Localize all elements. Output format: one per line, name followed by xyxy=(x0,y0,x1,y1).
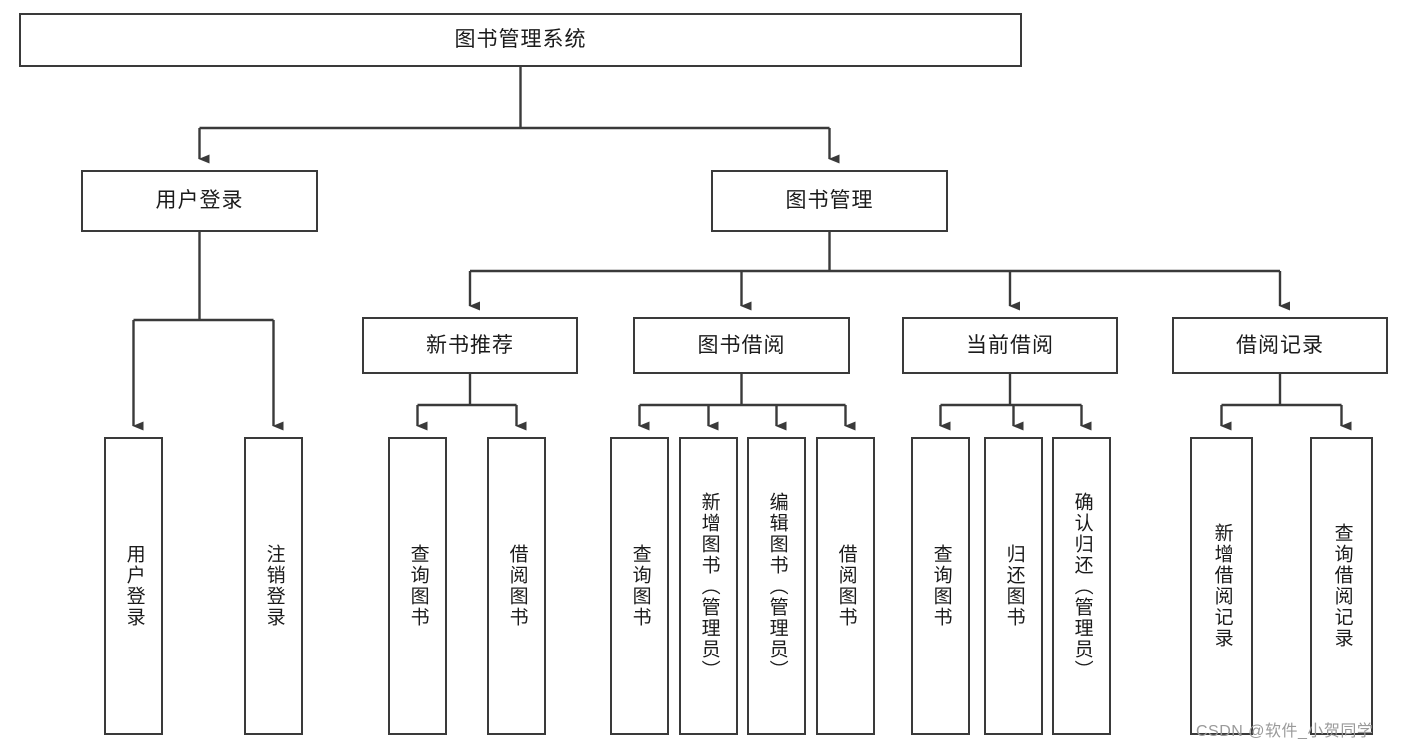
node-root[interactable]: 图书管理系统 xyxy=(19,13,1022,67)
node-leaf-user-login[interactable]: 用户登录 xyxy=(104,437,163,735)
node-leaf-borrow-edit[interactable]: 编辑图书（管理员） xyxy=(747,437,806,735)
node-leaf-borrow-query[interactable]: 查询图书 xyxy=(610,437,669,735)
node-leaf-rec-add[interactable]: 新增借阅记录 xyxy=(1190,437,1253,735)
node-user-login[interactable]: 用户登录 xyxy=(81,170,318,232)
node-label: 注销登录 xyxy=(263,544,285,628)
node-label: 当前借阅 xyxy=(966,333,1054,357)
node-label: 查询图书 xyxy=(407,544,429,628)
node-label: 查询图书 xyxy=(629,544,651,628)
node-label: 新增借阅记录 xyxy=(1211,523,1233,649)
node-label: 用户登录 xyxy=(123,544,145,628)
node-label: 图书借阅 xyxy=(697,333,786,357)
node-leaf-borrow-lend[interactable]: 借阅图书 xyxy=(816,437,875,735)
node-label: 新书推荐 xyxy=(426,333,514,357)
node-book-borrow[interactable]: 图书借阅 xyxy=(633,317,850,374)
node-label: 编辑图书（管理员） xyxy=(766,491,788,681)
node-borrow-record[interactable]: 借阅记录 xyxy=(1172,317,1388,374)
node-current-borrow[interactable]: 当前借阅 xyxy=(902,317,1118,374)
node-leaf-borrow-add[interactable]: 新增图书（管理员） xyxy=(679,437,738,735)
node-leaf-cur-confirm[interactable]: 确认归还（管理员） xyxy=(1052,437,1111,735)
node-label: 查询借阅记录 xyxy=(1331,523,1353,649)
node-label: 借阅图书 xyxy=(835,544,857,628)
node-leaf-rec-query[interactable]: 查询图书 xyxy=(388,437,447,735)
node-leaf-cur-return[interactable]: 归还图书 xyxy=(984,437,1043,735)
node-book-manage[interactable]: 图书管理 xyxy=(711,170,948,232)
node-label: 借阅记录 xyxy=(1236,333,1324,357)
node-label: 图书管理 xyxy=(785,189,874,213)
node-label: 归还图书 xyxy=(1003,544,1025,628)
node-leaf-rec-query2[interactable]: 查询借阅记录 xyxy=(1310,437,1373,735)
node-label: 用户登录 xyxy=(155,189,244,213)
node-label: 图书管理系统 xyxy=(454,28,587,52)
node-label: 新增图书（管理员） xyxy=(698,491,720,681)
node-leaf-rec-borrow[interactable]: 借阅图书 xyxy=(487,437,546,735)
node-label: 借阅图书 xyxy=(506,544,528,628)
node-label: 确认归还（管理员） xyxy=(1071,491,1093,681)
node-leaf-cur-query[interactable]: 查询图书 xyxy=(911,437,970,735)
node-new-book-rec[interactable]: 新书推荐 xyxy=(362,317,578,374)
node-leaf-user-logout[interactable]: 注销登录 xyxy=(244,437,303,735)
node-label: 查询图书 xyxy=(930,544,952,628)
connector-lines xyxy=(132,67,1352,431)
